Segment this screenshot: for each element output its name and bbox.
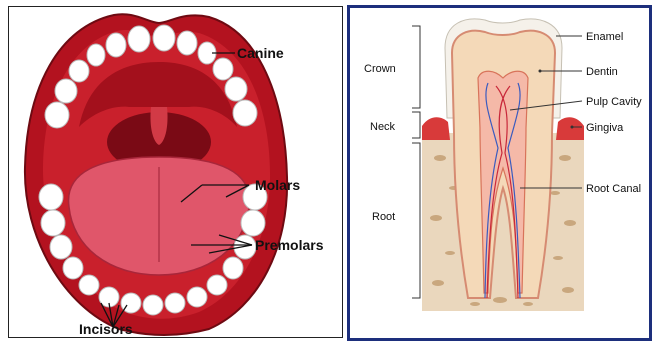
tooth bbox=[233, 100, 257, 126]
label-molars: Molars bbox=[255, 177, 300, 193]
mouth-diagram-panel: Canine Molars Premolars Incisors bbox=[8, 6, 343, 338]
tooth bbox=[55, 79, 77, 103]
tooth bbox=[39, 184, 63, 210]
label-pulp-cavity: Pulp Cavity bbox=[586, 96, 642, 108]
tooth bbox=[79, 275, 99, 295]
tooth bbox=[223, 257, 243, 279]
label-incisors: Incisors bbox=[79, 321, 133, 337]
tooth bbox=[187, 287, 207, 307]
tooth bbox=[177, 31, 197, 55]
tooth bbox=[225, 77, 247, 101]
tooth bbox=[106, 33, 126, 57]
tooth bbox=[207, 275, 227, 295]
region-brackets bbox=[412, 26, 420, 298]
tooth bbox=[165, 293, 185, 313]
tooth bbox=[241, 210, 265, 236]
tooth bbox=[143, 295, 163, 315]
label-root: Root bbox=[372, 211, 395, 223]
label-enamel: Enamel bbox=[586, 31, 623, 43]
tooth bbox=[87, 44, 105, 66]
label-neck: Neck bbox=[370, 121, 396, 133]
tooth-diagram-panel: Crown Neck Root Enamel Dentin Pulp Cavit… bbox=[347, 5, 652, 341]
tooth bbox=[41, 210, 65, 236]
tooth bbox=[45, 102, 69, 128]
label-canine: Canine bbox=[237, 45, 284, 61]
tooth bbox=[69, 60, 89, 82]
label-gingiva: Gingiva bbox=[586, 122, 624, 134]
dentin-dot bbox=[539, 70, 542, 73]
label-crown: Crown bbox=[364, 63, 396, 75]
tooth-diagram: Crown Neck Root Enamel Dentin Pulp Cavit… bbox=[350, 8, 649, 338]
tooth bbox=[50, 235, 72, 259]
label-premolars: Premolars bbox=[255, 237, 324, 253]
mouth-diagram: Canine Molars Premolars Incisors bbox=[9, 7, 342, 337]
tooth bbox=[153, 25, 175, 51]
gingiva-dot bbox=[571, 126, 574, 129]
tooth bbox=[234, 235, 256, 259]
tooth bbox=[213, 58, 233, 80]
tooth bbox=[128, 26, 150, 52]
label-root-canal: Root Canal bbox=[586, 183, 641, 195]
label-dentin: Dentin bbox=[586, 66, 618, 78]
tooth bbox=[63, 257, 83, 279]
